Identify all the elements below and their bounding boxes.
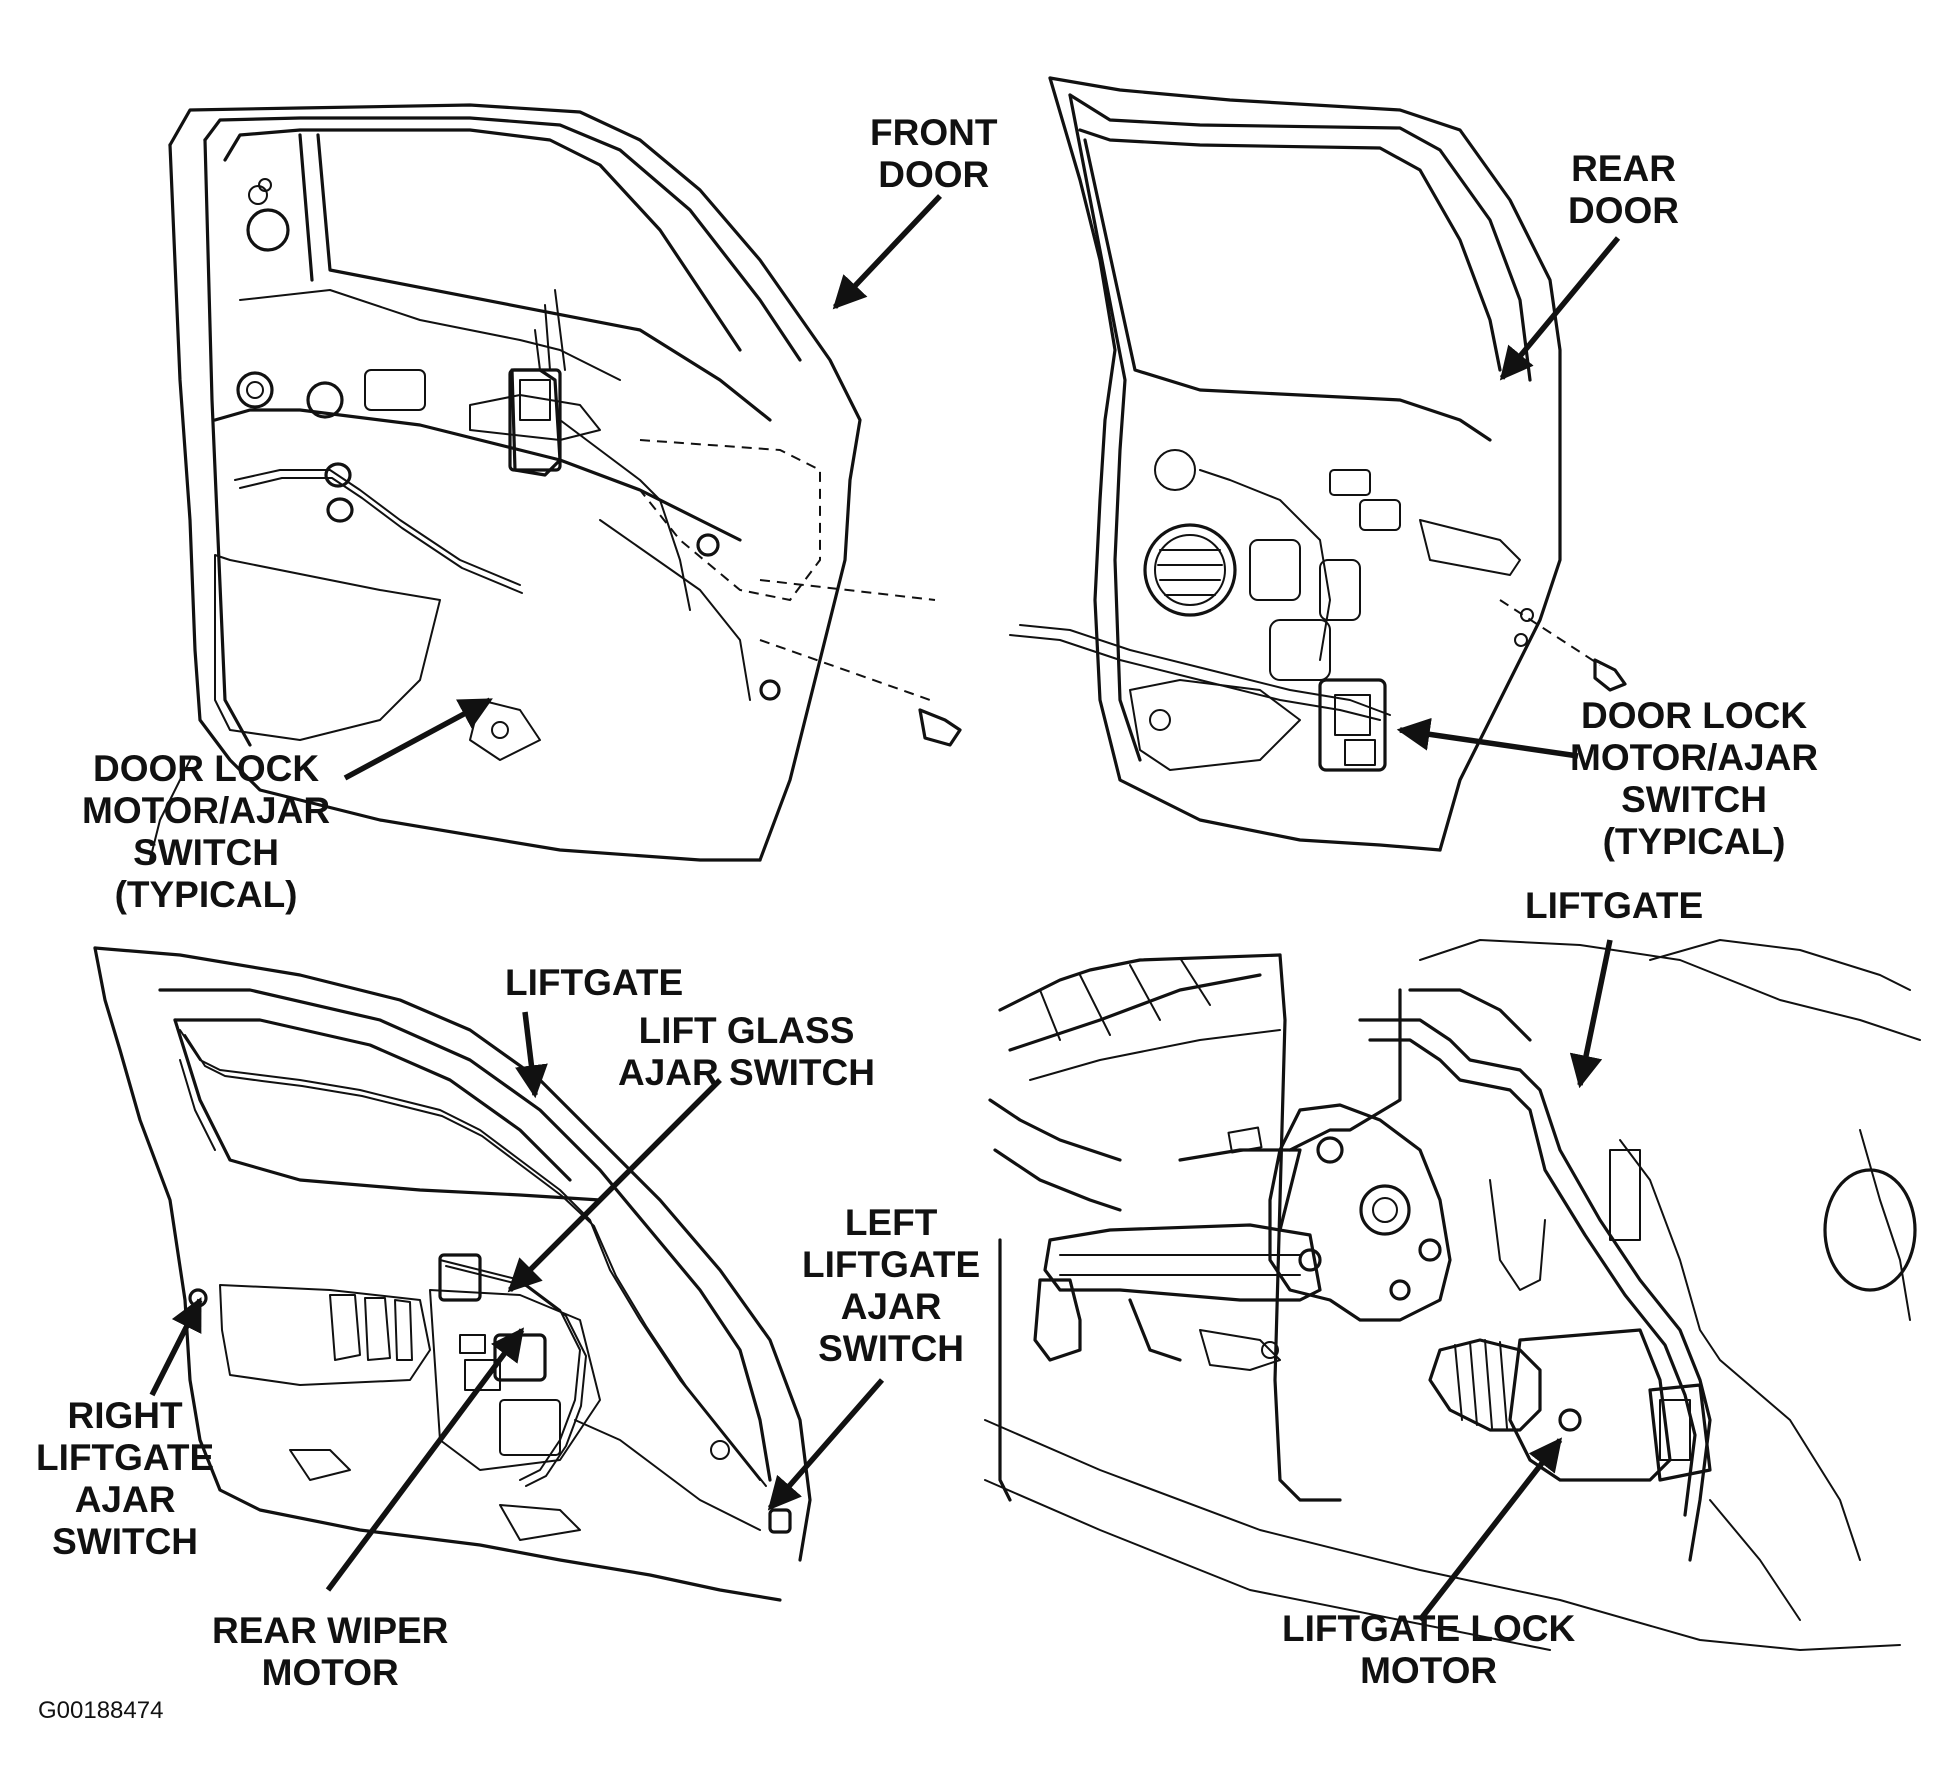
arrow-right-liftgate-ajar	[149, 1297, 203, 1397]
arrow-liftgate-left	[515, 1011, 548, 1099]
arrow-liftgate-lock	[1417, 1437, 1563, 1622]
arrow-rear-door	[1499, 236, 1621, 381]
figure-id: G00188474	[38, 1697, 164, 1724]
arrow-left-liftgate-ajar	[767, 1378, 885, 1511]
label-front-door: FRONT DOOR	[870, 112, 998, 195]
label-liftgate-lock-motor: LIFTGATE LOCK MOTOR	[1282, 1608, 1576, 1691]
label-door-lock-rear: DOOR LOCK MOTOR/AJAR SWITCH (TYPICAL)	[1570, 695, 1819, 862]
label-liftgate-right: LIFTGATE	[1525, 885, 1704, 926]
callout-arrows	[149, 194, 1621, 1622]
arrow-door-lock-front	[343, 697, 493, 781]
rear-door-drawing	[1009, 76, 1627, 852]
label-door-lock-front: DOOR LOCK MOTOR/AJAR SWITCH (TYPICAL)	[82, 748, 331, 915]
arrow-lift-glass	[507, 1078, 722, 1293]
front-door-drawing	[149, 103, 962, 862]
liftgate-lock-drawing	[984, 939, 1921, 1651]
label-left-liftgate-ajar-switch: LEFT LIFTGATE AJAR SWITCH	[802, 1202, 981, 1369]
label-right-liftgate-ajar-switch: RIGHT LIFTGATE AJAR SWITCH	[36, 1395, 215, 1562]
label-rear-door: REAR DOOR	[1568, 148, 1679, 231]
arrow-door-lock-rear	[1396, 717, 1579, 759]
label-liftgate-left: LIFTGATE	[505, 962, 684, 1003]
arrow-rear-wiper	[325, 1327, 525, 1592]
arrow-liftgate-right	[1569, 939, 1613, 1089]
arrow-front-door	[832, 194, 942, 310]
label-lift-glass-ajar-switch: LIFT GLASS AJAR SWITCH	[618, 1010, 875, 1093]
label-rear-wiper-motor: REAR WIPER MOTOR	[212, 1610, 449, 1693]
